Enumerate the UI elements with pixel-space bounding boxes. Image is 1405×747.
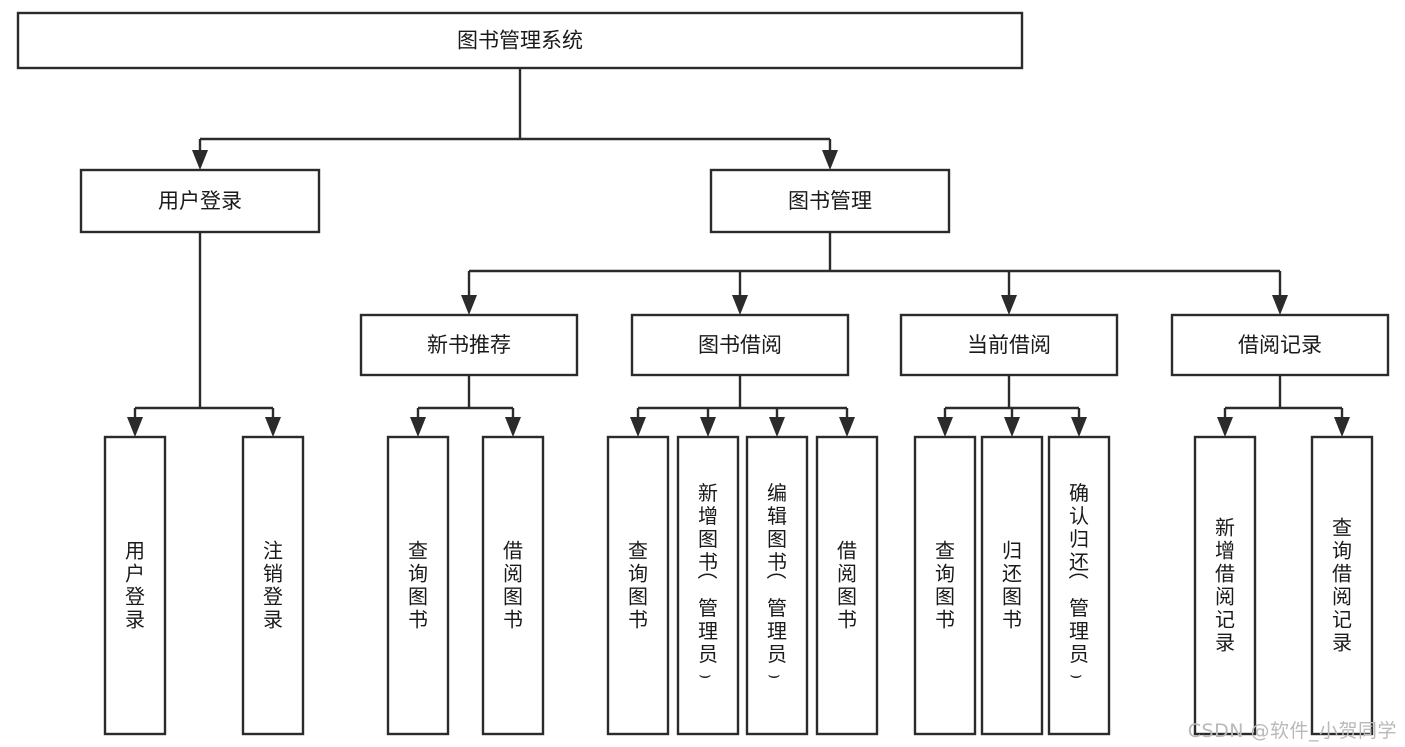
node-box: [1047, 435, 1111, 736]
node-label: 查询借阅记录: [1332, 515, 1352, 654]
node-label: 图书借阅: [698, 333, 782, 357]
node-box: [980, 435, 1044, 736]
arrow-head-icon: [127, 417, 143, 437]
arrow-head-icon: [937, 417, 953, 437]
node-box: [630, 313, 850, 377]
node-level2-0[interactable]: 用户登录: [79, 168, 321, 234]
node-layer: 图书管理系统用户登录图书管理新书推荐图书借阅当前借阅借阅记录用户登录注销登录查询…: [16, 11, 1390, 736]
node-box: [1170, 313, 1390, 377]
node-leaf-3[interactable]: 借阅图书: [481, 435, 545, 736]
arrow-head-icon: [1272, 295, 1288, 315]
node-label: 新增借阅记录: [1215, 515, 1235, 654]
node-label: 查询图书: [408, 538, 428, 631]
arrow-head-icon: [822, 150, 838, 170]
node-leaf-1[interactable]: 注销登录: [241, 435, 305, 736]
arrow-head-icon: [839, 417, 855, 437]
arrow-head-icon: [630, 417, 646, 437]
arrow-head-icon: [1334, 417, 1350, 437]
node-label: 注销登录: [263, 538, 283, 631]
node-leaf-4[interactable]: 查询图书: [606, 435, 670, 736]
node-box: [709, 168, 951, 234]
node-leaf-7[interactable]: 借阅图书: [815, 435, 879, 736]
node-box: [359, 313, 579, 377]
node-level3-3[interactable]: 借阅记录: [1170, 313, 1390, 377]
node-box: [103, 435, 167, 736]
arrow-head-icon: [505, 417, 521, 437]
arrow-head-icon: [192, 150, 208, 170]
node-leaf-6[interactable]: 编辑图书⌒管理员⌣: [745, 435, 809, 736]
node-label: 查询图书: [935, 538, 955, 631]
node-box: [16, 11, 1024, 70]
node-label: 借阅图书: [503, 538, 523, 631]
arrow-head-icon: [1071, 417, 1087, 437]
node-label: 新增图书⌒管理员⌣: [697, 481, 718, 689]
watermark-label: CSDN @软件_小贺同学: [1187, 720, 1397, 742]
node-box: [481, 435, 545, 736]
node-label: 借阅记录: [1238, 333, 1322, 357]
node-level3-1[interactable]: 图书借阅: [630, 313, 850, 377]
node-label: 当前借阅: [967, 333, 1051, 357]
connector-layer: [127, 68, 1350, 437]
node-leaf-11[interactable]: 新增借阅记录: [1193, 435, 1257, 736]
node-box: [241, 435, 305, 736]
node-box: [1310, 435, 1374, 736]
node-label: 确认归还⌒管理员⌣: [1068, 481, 1089, 689]
node-label: 借阅图书: [837, 538, 857, 631]
node-box: [676, 435, 740, 736]
node-leaf-12[interactable]: 查询借阅记录: [1310, 435, 1374, 736]
node-box: [1193, 435, 1257, 736]
node-label: 图书管理: [788, 189, 872, 213]
arrow-head-icon: [265, 417, 281, 437]
node-level3-0[interactable]: 新书推荐: [359, 313, 579, 377]
node-label: 归还图书: [1002, 538, 1022, 631]
node-label: 图书管理系统: [457, 29, 583, 53]
node-label: 用户登录: [158, 189, 242, 213]
node-leaf-10[interactable]: 确认归还⌒管理员⌣: [1047, 435, 1111, 736]
node-leaf-0[interactable]: 用户登录: [103, 435, 167, 736]
node-level2-1[interactable]: 图书管理: [709, 168, 951, 234]
arrow-head-icon: [410, 417, 426, 437]
node-box: [815, 435, 879, 736]
node-box: [606, 435, 670, 736]
node-level3-2[interactable]: 当前借阅: [899, 313, 1119, 377]
node-leaf-5[interactable]: 新增图书⌒管理员⌣: [676, 435, 740, 736]
arrow-head-icon: [732, 295, 748, 315]
node-leaf-8[interactable]: 查询图书: [913, 435, 977, 736]
arrow-head-icon: [700, 417, 716, 437]
arrow-head-icon: [769, 417, 785, 437]
arrow-head-icon: [1217, 417, 1233, 437]
node-root-图书管理系统[interactable]: 图书管理系统: [16, 11, 1024, 70]
node-box: [899, 313, 1119, 377]
node-label: 编辑图书⌒管理员⌣: [766, 481, 787, 689]
node-box: [913, 435, 977, 736]
arrow-head-icon: [461, 295, 477, 315]
node-label: 用户登录: [125, 538, 145, 631]
arrow-head-icon: [1004, 417, 1020, 437]
arrow-head-icon: [1001, 295, 1017, 315]
node-label: 查询图书: [628, 538, 648, 631]
node-box: [79, 168, 321, 234]
node-leaf-9[interactable]: 归还图书: [980, 435, 1044, 736]
node-box: [745, 435, 809, 736]
node-box: [386, 435, 450, 736]
node-leaf-2[interactable]: 查询图书: [386, 435, 450, 736]
node-label: 新书推荐: [427, 333, 511, 357]
